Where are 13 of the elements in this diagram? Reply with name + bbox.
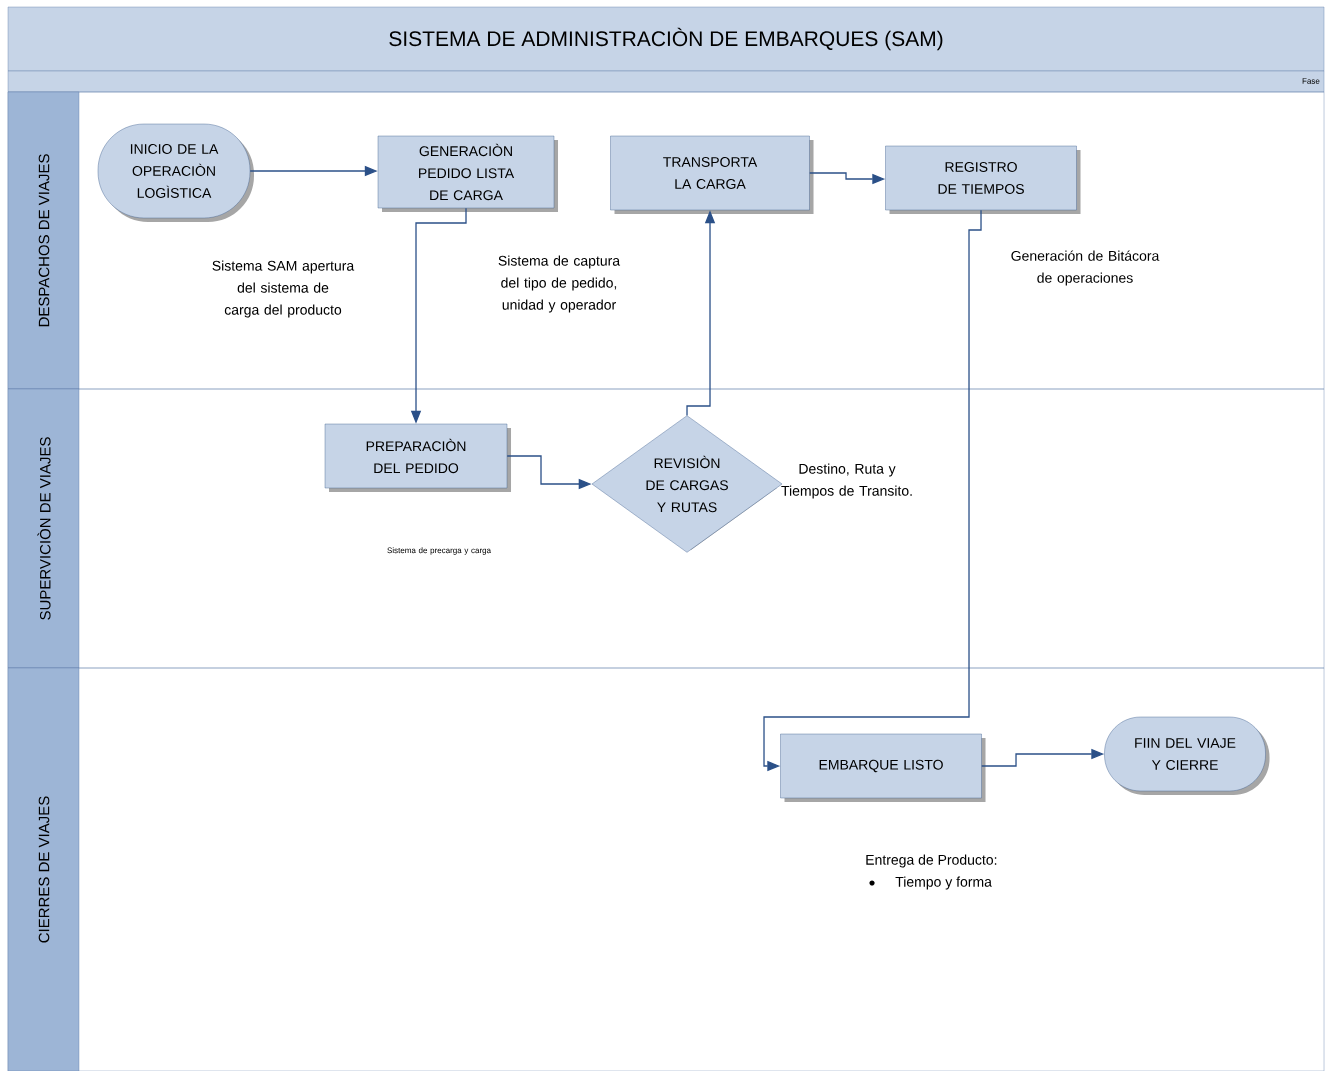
phase-label: Fase (1302, 78, 1320, 84)
process-box: TRANSPORTA LA CARGA (610, 135, 814, 214)
annotation-text: Tiempo y forma (895, 876, 992, 890)
annotation-text: Generación de Bitácora de operaciones (1011, 250, 1160, 286)
process-box: REGISTRO DE TIEMPOS (885, 145, 1081, 214)
annotation-text: Sistema de captura del tipo de pedido, unidad y operador (498, 255, 621, 313)
annotation-text: Sistema SAM apertura del sistema de carga del producto (212, 260, 355, 318)
annotation-text: Destino, Ruta y Tiempos de Transito. (781, 463, 912, 499)
process-box: EMBARQUE LISTO (780, 733, 986, 802)
annotation-text: Sistema de precarga y carga (387, 547, 491, 555)
annotation-text: Entrega de Producto: (866, 854, 997, 868)
process-box: PREPARACIÒN DEL PEDIDO (324, 423, 511, 492)
process-box: GENERACIÒN PEDIDO LISTA DE CARGA (377, 135, 558, 212)
